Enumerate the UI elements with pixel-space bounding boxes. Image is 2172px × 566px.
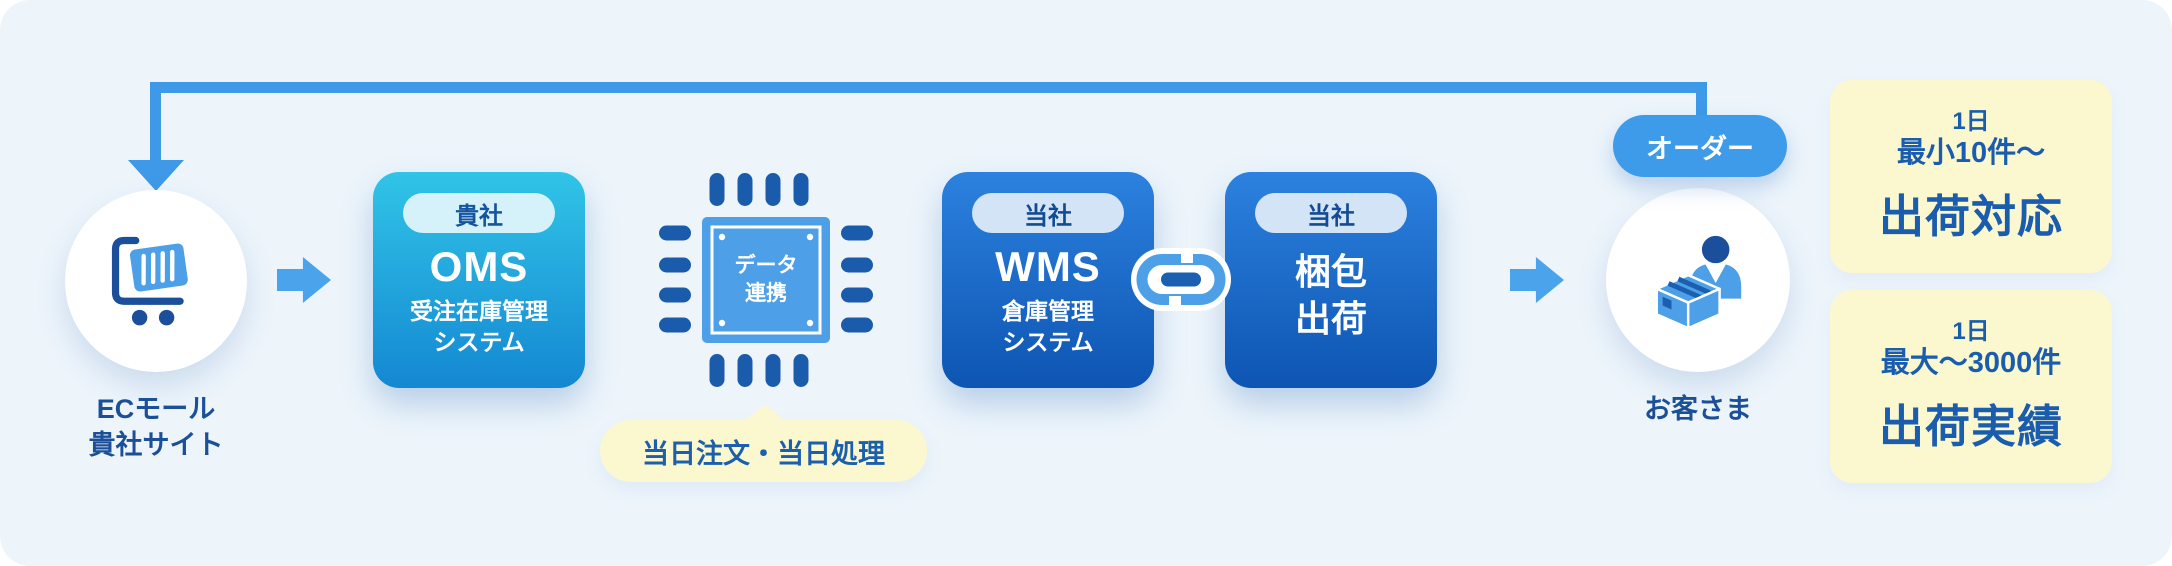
feedback-arrow-down-arrowhead-icon	[128, 160, 184, 191]
oms-owner-badge: 貴社	[403, 193, 555, 233]
chip-icon	[659, 173, 873, 387]
data-link-chip: データ 連携	[659, 173, 873, 387]
capacity-line2: 最小10件〜	[1896, 137, 2046, 170]
same-day-callout-text: 当日注文・当日処理	[642, 438, 885, 469]
chip-label-line2: 連携	[745, 282, 787, 305]
order-badge: オーダー	[1613, 115, 1787, 177]
chain-link-icon	[1131, 248, 1231, 311]
chip-label-line1: データ	[734, 253, 798, 277]
packing-title: 梱包 出荷	[1295, 249, 1367, 343]
record-line3: 出荷実績	[1878, 401, 2063, 453]
wms-title: WMS	[995, 243, 1101, 290]
ec-site-label-line1: ECモール	[96, 394, 216, 424]
oms-subtitle-line2: システム	[433, 329, 525, 356]
packing-shipping-box: 当社 梱包 出荷	[1225, 172, 1437, 388]
customer-with-package-icon	[1655, 235, 1742, 330]
customer-label: お客さま	[1644, 394, 1752, 424]
wms-subtitle: 倉庫管理 システム	[1002, 296, 1094, 358]
shopping-cart-icon	[111, 236, 188, 326]
packing-title-line2: 出荷	[1294, 297, 1367, 339]
wms-system-box: 当社 WMS 倉庫管理 システム	[942, 172, 1154, 388]
data-link-chip-label: データ 連携	[702, 217, 830, 343]
customer-node	[1606, 188, 1790, 372]
oms-system-box: 貴社 OMS 受注在庫管理 システム	[373, 172, 585, 388]
shipping-record-card: 1日 最大〜3000件 出荷実績	[1830, 290, 2112, 483]
chain-link-connector	[1131, 248, 1231, 311]
wms-owner-badge: 当社	[972, 193, 1124, 233]
oms-subtitle: 受注在庫管理 システム	[410, 296, 548, 358]
feedback-arrow-right-segment	[1696, 82, 1707, 128]
ec-site-label: ECモール 貴社サイト	[36, 392, 276, 464]
record-line1: 1日	[1952, 317, 1990, 345]
arrow-right-icon	[277, 257, 331, 303]
arrow-right-icon	[1510, 257, 1564, 303]
same-day-callout: 当日注文・当日処理	[600, 405, 927, 482]
feedback-arrow-horizontal-line	[150, 82, 1707, 93]
wms-subtitle-line2: システム	[1002, 329, 1094, 356]
shipping-capacity-card: 1日 最小10件〜 出荷対応	[1830, 80, 2112, 273]
capacity-line3: 出荷対応	[1878, 191, 2063, 243]
oms-subtitle-line1: 受注在庫管理	[410, 298, 548, 324]
capacity-line1: 1日	[1952, 107, 1990, 135]
ec-site-label-line2: 貴社サイト	[88, 429, 224, 460]
ec-site-node	[65, 190, 247, 372]
packing-title-line1: 梱包	[1294, 251, 1367, 292]
feedback-arrow-left-segment	[150, 82, 161, 162]
oms-title: OMS	[429, 243, 529, 290]
wms-subtitle-line1: 倉庫管理	[1002, 298, 1094, 324]
record-line2: 最大〜3000件	[1880, 347, 2062, 380]
callout-tail-icon	[745, 405, 785, 421]
packing-owner-badge: 当社	[1255, 193, 1407, 233]
